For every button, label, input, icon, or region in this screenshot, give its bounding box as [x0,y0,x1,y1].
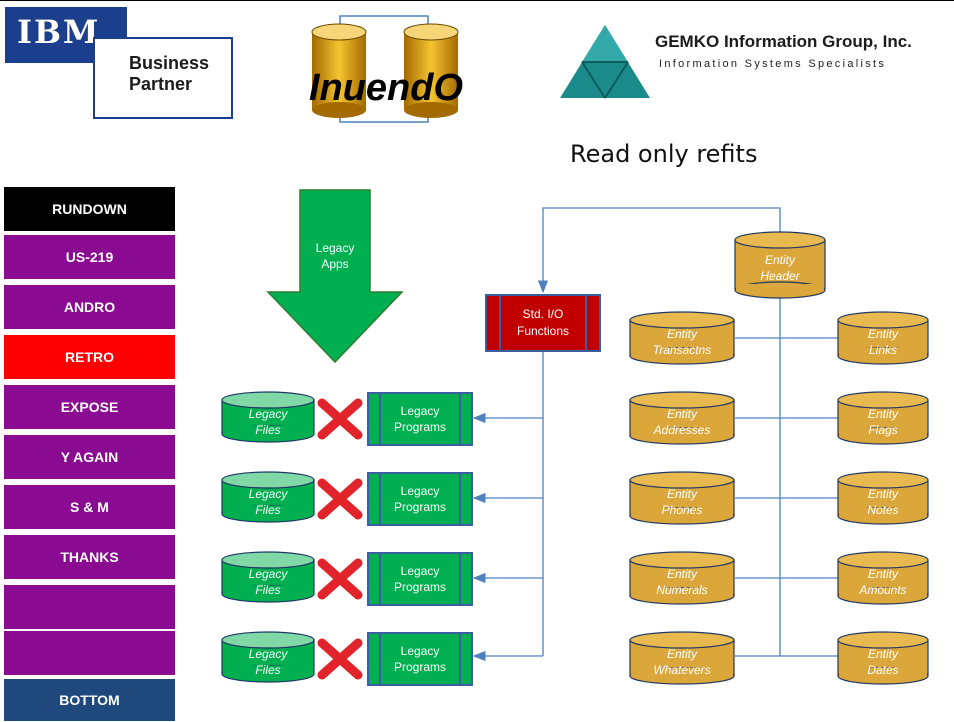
entity-right-database-5-label-2: Dates [867,663,898,677]
nav-us-219[interactable]: US-219 [4,234,175,280]
entity-right-database-1-label-2: Links [869,343,897,357]
business-partner-box: Business Partner [93,37,233,119]
nav-s-and-m[interactable]: S & M [4,484,175,530]
business-partner-text: Business Partner [129,53,210,94]
gemko-company-name: GEMKO Information Group, Inc. [655,32,912,51]
nav-expose[interactable]: EXPOSE [4,384,175,430]
entity-right-database-5-label-1: Entity [868,647,899,661]
entity-right-database-1-label-1: Entity [868,327,899,341]
nav-blank-2[interactable] [4,630,175,676]
legacy-apps-label-line1: Legacy [316,241,355,255]
entity-header-line2: Header [760,269,800,283]
entity-left-database-1-label-1: Entity [667,327,698,341]
legacy-files-database-1-label-1: Legacy [249,407,289,421]
std-io-label-line1: Std. I/O [523,307,564,321]
entity-right-database-2-label-1: Entity [868,407,899,421]
entity-left-database-2-label-2: Addresses [653,423,711,437]
legacy-programs-label-1: Legacy [401,644,440,658]
entity-left-database-5-label-2: Whatevers [653,663,710,677]
legacy-rows-group: LegacyFilesLegacyProgramsLegacyFilesLega… [221,391,473,686]
legacy-files-database-2-label-1: Legacy [249,487,289,501]
legacy-programs-label-2: Programs [394,500,446,514]
legacy-files-database-3-label-1: Legacy [249,567,289,581]
legacy-programs-label-1: Legacy [401,564,440,578]
slide-title: Read only refits [570,140,758,168]
legacy-files-database-1-label-2: Files [255,423,280,437]
legacy-programs-label-2: Programs [394,420,446,434]
inuendo-logo-text: InuendO [309,67,463,109]
std-io-functions-box: Std. I/O Functions [485,294,601,352]
gemko-tagline: Information Systems Specialists [659,58,887,70]
entity-left-database-5-label-1: Entity [667,647,698,661]
legacy-programs-label-2: Programs [394,660,446,674]
legacy-programs-label-2: Programs [394,580,446,594]
right-database-icon [403,23,459,118]
nav-bottom[interactable]: BOTTOM [4,678,175,722]
legacy-files-database-2-label-2: Files [255,503,280,517]
entity-left-database-3-label-2: Phones [662,503,703,517]
entity-right-group: EntityLinksEntityFlagsEntityNotesEntityA… [837,311,929,685]
entity-right-database-3-label-1: Entity [868,487,899,501]
entity-right-database-3-label-2: Notes [867,503,898,517]
red-x-icon [317,478,363,520]
gemko-logo: GEMKO Information Group, Inc. Informatio… [555,20,954,130]
entity-header-database: Entity Header [734,231,826,299]
top-border [0,0,954,1]
red-x-icon [317,398,363,440]
entity-left-database-4-label-1: Entity [667,567,698,581]
legacy-files-database-4-label-2: Files [255,663,280,677]
nav-y-again[interactable]: Y AGAIN [4,434,175,480]
std-io-label-line2: Functions [517,324,569,338]
nav-andro[interactable]: ANDRO [4,284,175,330]
entity-right-database-4-label-2: Amounts [858,583,906,597]
legacy-files-database-3-label-2: Files [255,583,280,597]
entity-left-database-3-label-1: Entity [667,487,698,501]
legacy-apps-arrow: Legacy Apps [266,189,404,364]
nav-blank-1[interactable] [4,584,175,630]
red-x-icon [317,638,363,680]
nav-retro[interactable]: RETRO [4,334,175,380]
entity-right-database-4-label-1: Entity [868,567,899,581]
ibm-business-partner-logo: IBM Business Partner [5,7,235,119]
left-database-icon [311,23,367,118]
inuendo-logo: InuendO [309,15,463,123]
entity-header-line1: Entity [765,253,796,267]
ibm-logo-text: IBM [17,13,101,51]
entity-right-database-2-label-2: Flags [868,423,897,437]
legacy-files-database-4-label-1: Legacy [249,647,289,661]
legacy-apps-label-line2: Apps [321,257,348,271]
entity-left-group: EntityTransactnsEntityAddressesEntityPho… [629,311,735,685]
nav-thanks[interactable]: THANKS [4,534,175,580]
legacy-programs-label-1: Legacy [401,404,440,418]
entity-left-database-1-label-2: Transactns [653,343,711,357]
connector-lines [472,207,838,662]
entity-left-database-2-label-1: Entity [667,407,698,421]
red-x-icon [317,558,363,600]
gemko-triangle-icon [560,25,650,99]
legacy-programs-label-1: Legacy [401,484,440,498]
entity-left-database-4-label-2: Numerals [656,583,707,597]
nav-rundown[interactable]: RUNDOWN [4,186,175,232]
